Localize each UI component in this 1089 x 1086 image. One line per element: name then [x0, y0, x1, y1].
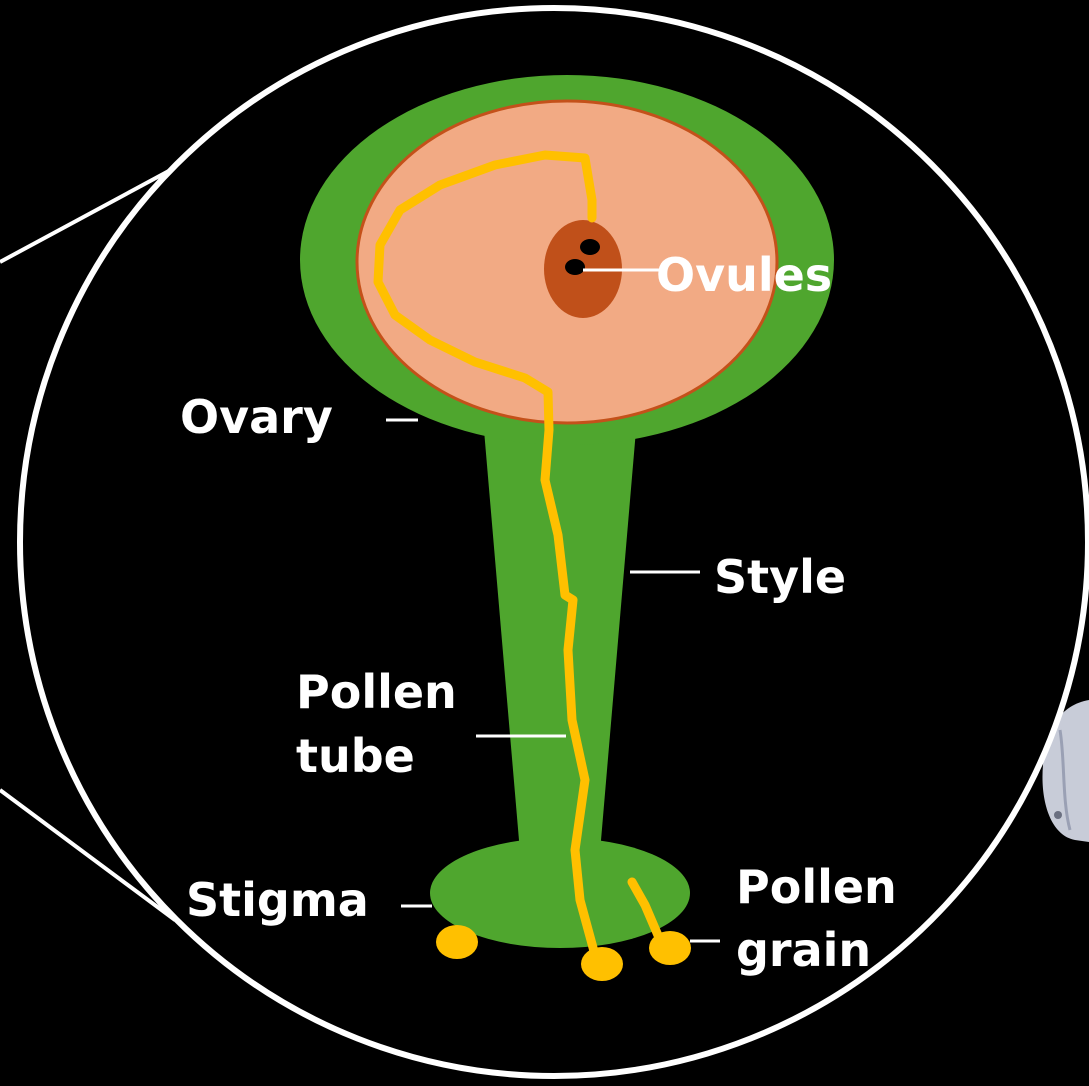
- pollen-grain: [436, 925, 478, 959]
- pollen-grain: [649, 931, 691, 965]
- pollen-tube-label-line1: Pollen: [296, 665, 457, 719]
- pollen-grain-label-line1: Pollen: [736, 860, 897, 914]
- ovule-dot: [580, 239, 600, 255]
- ovary-label: Ovary: [180, 390, 333, 444]
- pollen-grain-label-line2: grain: [736, 923, 871, 977]
- pollen-tube-label-line2: tube: [296, 729, 415, 783]
- ovule-dot: [565, 259, 585, 275]
- style-label: Style: [714, 550, 846, 604]
- pollen-grain: [581, 947, 623, 981]
- stigma-label: Stigma: [186, 873, 369, 927]
- ovules-label: Ovules: [656, 248, 832, 302]
